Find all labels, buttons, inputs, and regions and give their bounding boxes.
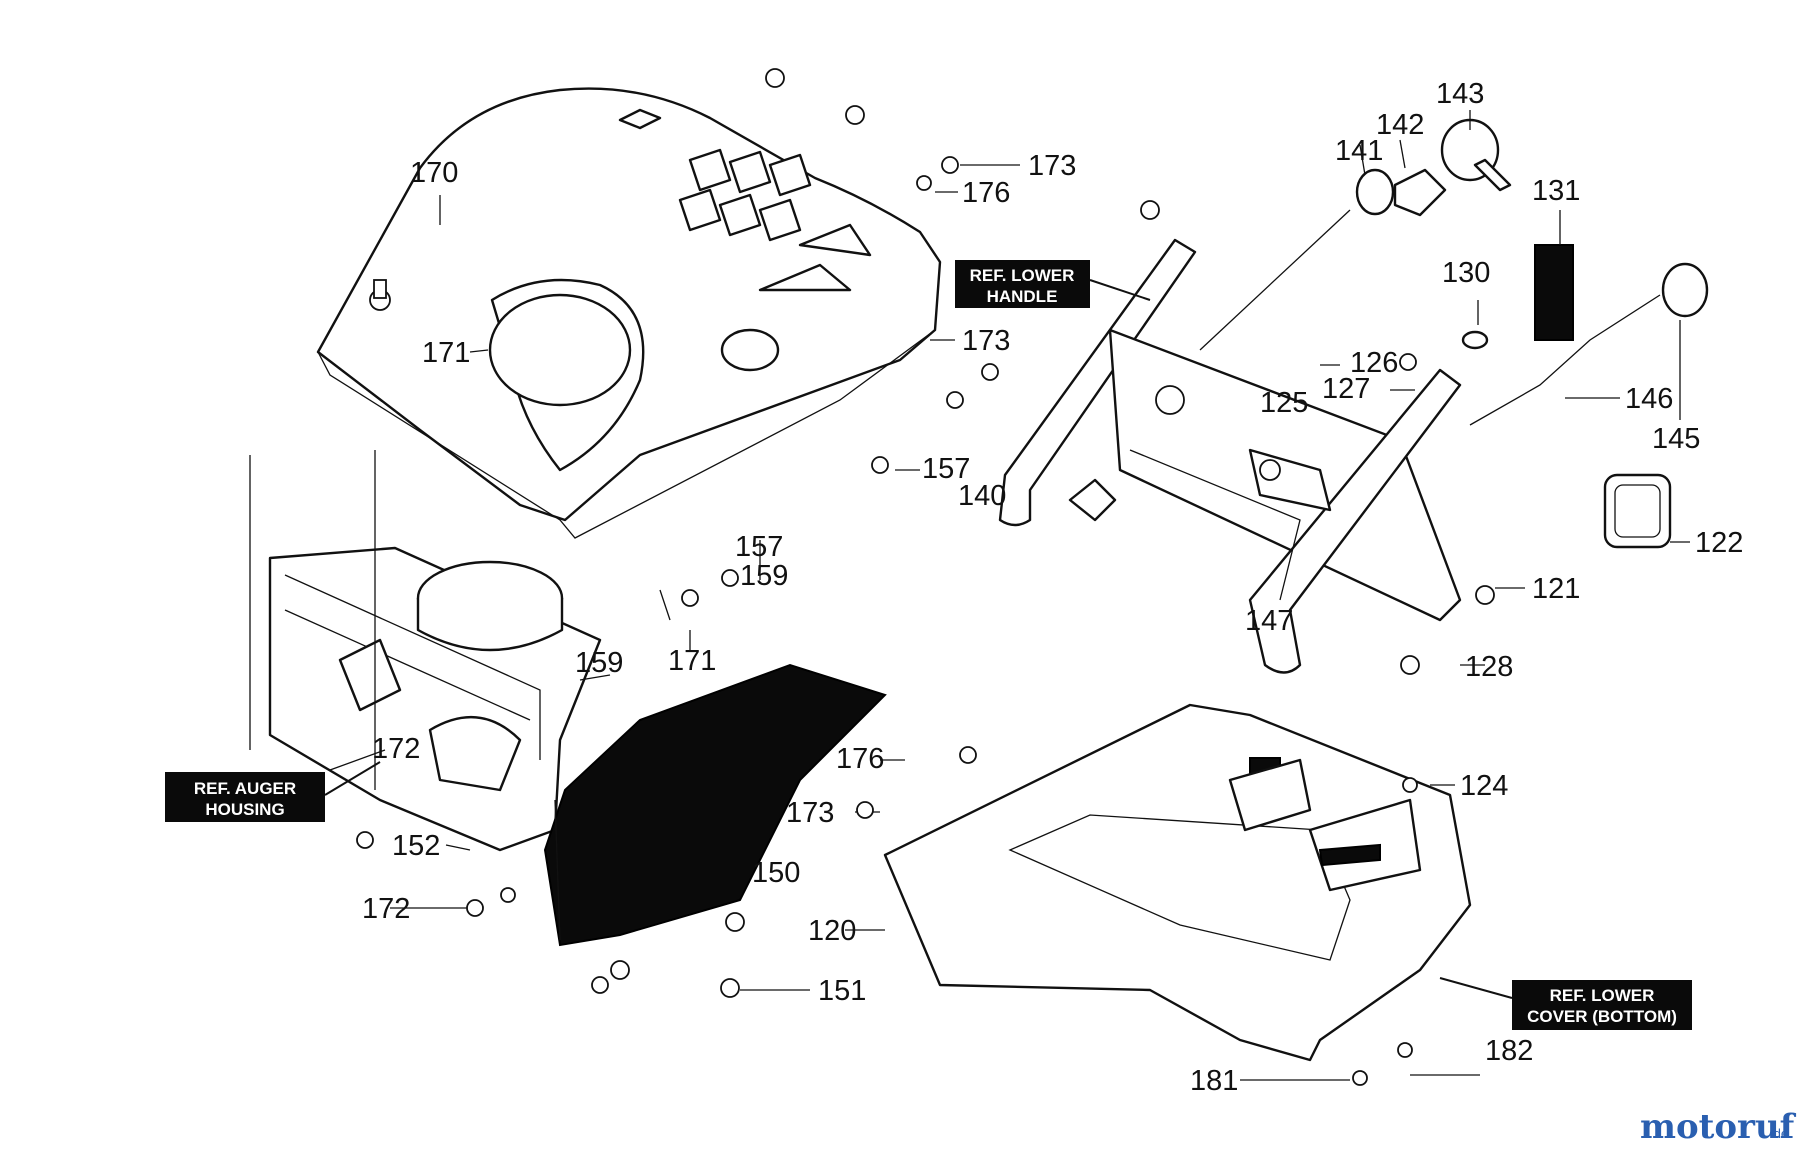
label-120: 120 [808, 915, 856, 947]
label-159-left: 159 [575, 647, 623, 679]
ref-auger-line2: HOUSING [205, 800, 284, 819]
lower-cover [883, 703, 1472, 1062]
watermark-tld: .de [1770, 1126, 1788, 1141]
label-172-top: 172 [372, 733, 420, 765]
ref-lower-handle-box: REF. LOWER HANDLE [955, 260, 1151, 308]
watermark-brand: motoruf [1640, 1107, 1797, 1147]
label-125: 125 [1260, 387, 1308, 419]
label-171-bottom: 171 [668, 645, 716, 677]
label-173-top: 173 [1028, 150, 1076, 182]
label-173-lower: 173 [786, 797, 834, 829]
shroud-vents [678, 148, 872, 292]
label-181: 181 [1190, 1065, 1238, 1097]
ref-lower-cover-line1: REF. LOWER [1550, 986, 1655, 1005]
label-124: 124 [1460, 770, 1508, 802]
label-146: 146 [1625, 383, 1673, 415]
label-145: 145 [1652, 423, 1700, 455]
black-deflector-plate [543, 663, 887, 947]
label-143: 143 [1436, 78, 1484, 110]
label-152: 152 [392, 830, 440, 862]
ref-lower-handle-line1: REF. LOWER [970, 266, 1075, 285]
ref-auger-housing-box: REF. AUGER HOUSING [165, 761, 381, 822]
label-176-lower: 176 [836, 743, 884, 775]
label-127: 127 [1322, 373, 1370, 405]
label-171-top: 171 [422, 337, 470, 369]
label-131: 131 [1532, 175, 1580, 207]
label-141: 141 [1335, 135, 1383, 167]
label-173-mid: 173 [962, 325, 1010, 357]
motoruf-watermark: motoruf .de [1640, 1107, 1797, 1147]
label-150: 150 [752, 857, 800, 889]
ref-lower-cover-box: REF. LOWER COVER (BOTTOM) [1439, 977, 1692, 1030]
label-157-right: 157 [922, 453, 970, 485]
label-151: 151 [818, 975, 866, 1007]
label-182: 182 [1485, 1035, 1533, 1067]
upper-shroud-cover [316, 87, 942, 539]
fasteners [356, 68, 1495, 1086]
label-130: 130 [1442, 257, 1490, 289]
label-159-right: 159 [740, 560, 788, 592]
label-172-bottom: 172 [362, 893, 410, 925]
lower-handle-bracket [998, 238, 1462, 674]
ref-lower-cover-line2: COVER (BOTTOM) [1527, 1007, 1677, 1026]
label-121: 121 [1532, 573, 1580, 605]
part-number-labels: 170 171 173 176 173 157 157 159 171 159 … [362, 78, 1743, 1097]
label-126: 126 [1350, 347, 1398, 379]
label-142: 142 [1376, 109, 1424, 141]
chute-base-housing [268, 546, 602, 852]
label-147: 147 [1245, 605, 1293, 637]
ref-lower-handle-line2: HANDLE [987, 287, 1058, 306]
key-switch-group [1068, 118, 1709, 549]
label-140: 140 [958, 480, 1006, 512]
label-157-left: 157 [735, 531, 783, 563]
label-128: 128 [1465, 651, 1513, 683]
leader-lines [249, 110, 1690, 1081]
label-170: 170 [410, 157, 458, 189]
ref-auger-line1: REF. AUGER [194, 779, 296, 798]
label-176-top: 176 [962, 177, 1010, 209]
label-122: 122 [1695, 527, 1743, 559]
